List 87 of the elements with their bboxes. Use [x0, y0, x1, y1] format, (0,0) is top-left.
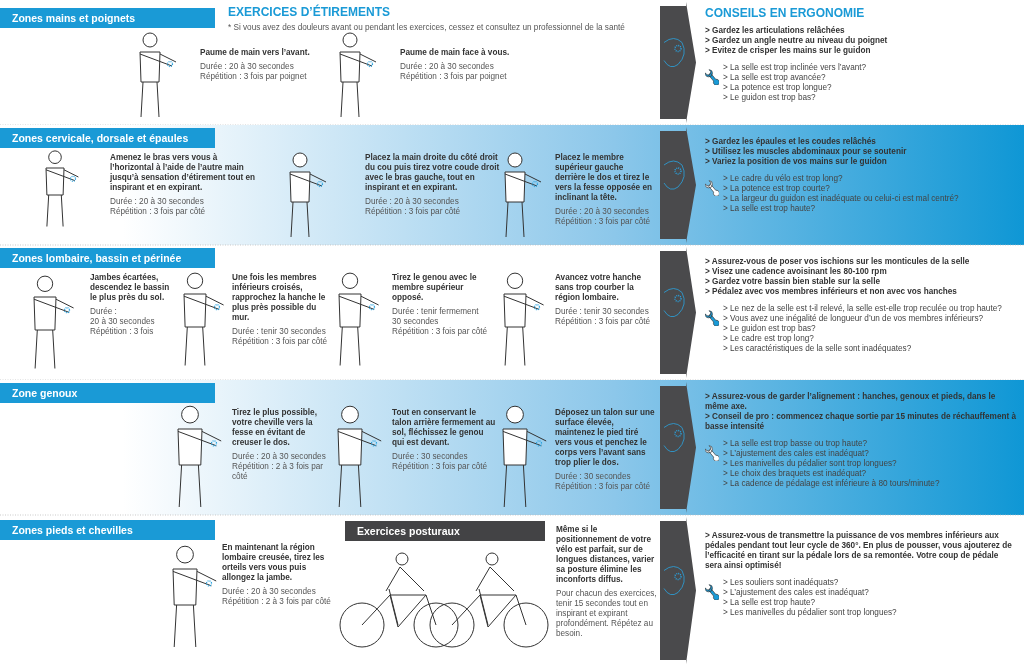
timing-text: Répétition : 2 à 3 fois par côté	[222, 597, 332, 607]
footnote: * Si vous avez des douleurs avant ou pendant les exercices, cessez et consultez un professionnel de la santé	[228, 23, 626, 33]
instruction-text: Tirez le genou avec le membre supérieur opposé.	[392, 273, 478, 303]
timing-text: Durée : 30 secondes	[392, 452, 469, 462]
section-header: Exercices posturaux	[345, 521, 545, 541]
timing-text: Durée :	[90, 307, 118, 317]
tip-text: > Gardez les articulations relâchées	[705, 26, 846, 36]
tip-text: > Assurez-vous de garder l’alignement : hanches, genoux et pieds, dans le même axe.	[705, 392, 997, 412]
section-header: Zones pieds et chevilles	[0, 520, 215, 540]
instruction-text: Tirez le plus possible, votre cheville vers la fesse en évitant de creuser le dos.	[232, 408, 318, 448]
checklist-item: > Vous avez une inégalité de longueur d’un de vos membres inférieurs?	[723, 314, 985, 324]
checklist-item: > Le guidon est trop bas?	[723, 93, 817, 103]
checklist-item: > Les manivelles du pédalier sont trop longues?	[723, 608, 898, 618]
timing-text: Durée : tenir 30 secondes	[555, 307, 650, 317]
instruction-text: Jambes écartées, descendez le bassin le plus près du sol.	[90, 273, 171, 303]
checklist-item: > La cadence de pédalage est inférieure à 80 tours/minute?	[723, 479, 941, 489]
checklist-item: > La selle est trop haute?	[723, 204, 817, 214]
instruction-text: Une fois les membres inférieurs croisés, rapprochez la hanche le plus près possible du mur.	[232, 273, 327, 323]
timing-text: 20 à 30 secondes	[90, 317, 156, 327]
tip-text: > Visez une cadence avoisinant les 80-100 rpm	[705, 267, 888, 277]
tip-text: > Pédalez avec vos membres inférieurs et non avec vos hanches	[705, 287, 958, 297]
checklist-item: > La selle est trop haute?	[723, 598, 817, 608]
timing-text: Durée : 30 secondes	[555, 472, 632, 482]
checklist-item: > La selle est trop avancée?	[723, 73, 827, 83]
checklist-item: > Les manivelles du pédalier sont trop longues?	[723, 459, 898, 469]
timing-text: Répétition : 2 à 3 fois par côté	[232, 462, 325, 482]
timing-text: Durée : 20 à 30 secondes	[232, 452, 327, 462]
timing-text: Répétition : 3 fois	[90, 327, 155, 337]
timing-text: Durée : tenir fermement	[392, 307, 480, 317]
timing-text: Répétition : 3 fois par poignet	[400, 72, 508, 82]
instruction-text: Placez la main droite du côté droit du cou puis tirez votre coude droit avec le bras gauche, tout en inspirant et en expirant.	[365, 153, 501, 193]
section-heading: CONSEILS EN ERGONOMIE	[705, 6, 866, 20]
timing-text: Répétition : 3 fois par côté	[392, 462, 489, 472]
checklist-item: > La selle est trop basse ou trop haute?	[723, 439, 869, 449]
checklist-item: > L’ajustement des cales est inadéquat?	[723, 588, 870, 598]
timing-text: Durée : 20 à 30 secondes	[222, 587, 317, 597]
instruction-text: En maintenant la région lombaire creusée, tirez les orteils vers vous puis allongez la jambe.	[222, 543, 326, 583]
instruction-text: Paume de main vers l’avant.	[200, 48, 311, 58]
checklist-item: > La selle est trop inclinée vers l’avant?	[723, 63, 868, 73]
timing-text: Durée : tenir 30 secondes	[232, 327, 327, 337]
instruction-text: Amenez le bras vers vous à l’horizontal à l’aide de l’autre main jusqu’à sensation d’étirement tout en inspirant et en expirant.	[110, 153, 257, 193]
checklist-item: > La potence est trop courte?	[723, 184, 831, 194]
timing-text: Durée : 20 à 30 secondes	[400, 62, 495, 72]
instruction-text: Tout en conservant le talon arrière fermement au sol, fléchissez le genou qui est devant.	[392, 408, 497, 448]
timing-text: Répétition : 3 fois par côté	[365, 207, 462, 217]
timing-text: Durée : 20 à 30 secondes	[200, 62, 295, 72]
checklist-item: > Les souliers sont inadéquats?	[723, 578, 840, 588]
instruction-text: Même si le positionnement de votre vélo est parfait, sur de longues distances, varier sa posture élimine les inconforts diffus.	[556, 525, 656, 585]
timing-text: Pour chacun des exercices, tenir 15 secondes tout en inspirant et expirant profondément. Répétez au besoin.	[556, 589, 658, 639]
checklist-item: > La largeur du guidon est inadéquate ou celui-ci est mal centré?	[723, 194, 960, 204]
tip-text: > Utilisez les muscles abdominaux pour se soutenir	[705, 147, 908, 157]
timing-text: 30 secondes	[392, 317, 440, 327]
checklist-item: > Le cadre est trop long?	[723, 334, 815, 344]
timing-text: Répétition : 3 fois par côté	[392, 327, 489, 337]
instruction-text: Placez le membre supérieur gauche derrière le dos et tirez le vers la fesse opposée en inclinant la tête.	[555, 153, 653, 203]
tip-text: > Gardez les épaules et les coudes relâchés	[705, 137, 877, 147]
tip-text: > Gardez votre bassin bien stable sur la selle	[705, 277, 881, 287]
timing-text: Durée : 20 à 30 secondes	[365, 197, 460, 207]
checklist-item: > Le cadre du vélo est trop long?	[723, 174, 844, 184]
timing-text: Répétition : 3 fois par poignet	[200, 72, 308, 82]
timing-text: Durée : 20 à 30 secondes	[555, 207, 650, 217]
section-header: Zones cervicale, dorsale et épaules	[0, 128, 215, 148]
tip-text: > Gardez un angle neutre au niveau du poignet	[705, 36, 889, 46]
section-header: Zone genoux	[0, 383, 215, 403]
checklist-item: > Le nez de la selle est t-il relevé, la selle est-elle trop reculée ou trop haute?	[723, 304, 1003, 314]
tip-text: > Assurez-vous de transmettre la puissance de vos membres inférieurs aux pédales pendant tout leur cycle de 360°. En plus de pousser, vous ajouterez de l’efficacité en tirant sur la pédale lors de sa remontée. Votre coup de pédale sera ainsi optimisé!	[705, 531, 1013, 571]
tip-text: > Variez la position de vos mains sur le guidon	[705, 157, 888, 167]
tip-text: > Evitez de crisper les mains sur le guidon	[705, 46, 872, 56]
checklist-item: > La potence est trop longue?	[723, 83, 833, 93]
tip-text: > Conseil de pro : commencez chaque sortie par 15 minutes de réchauffement à basse intensité	[705, 412, 1017, 432]
timing-text: Répétition : 3 fois par côté	[555, 217, 652, 227]
checklist-item: > Les caractéristiques de la selle sont inadéquates?	[723, 344, 913, 354]
checklist-item: > Le guidon est trop bas?	[723, 324, 817, 334]
checklist-item: > L’ajustement des cales est inadéquat?	[723, 449, 870, 459]
section-heading: EXERCICES D’ÉTIREMENTS	[228, 5, 392, 19]
checklist-item: > Le choix des braquets est inadéquat?	[723, 469, 868, 479]
section-header: Zones lombaire, bassin et périnée	[0, 248, 215, 268]
section-header: Zones mains et poignets	[0, 8, 215, 28]
instruction-text: Paume de main face à vous.	[400, 48, 511, 58]
timing-text: Répétition : 3 fois par côté	[232, 337, 329, 347]
instruction-text: Déposez un talon sur une surface élevée, maintenez le pied tiré vers vous et penchez le corps vers l’avant sans trop plier le dos.	[555, 408, 655, 468]
timing-text: Répétition : 3 fois par côté	[555, 317, 652, 327]
timing-text: Répétition : 3 fois par côté	[555, 482, 652, 492]
timing-text: Répétition : 3 fois par côté	[110, 207, 207, 217]
timing-text: Durée : 20 à 30 secondes	[110, 197, 205, 207]
instruction-text: Avancez votre hanche sans trop courber la région lombaire.	[555, 273, 643, 303]
tip-text: > Assurez-vous de poser vos ischions sur les monticules de la selle	[705, 257, 971, 267]
